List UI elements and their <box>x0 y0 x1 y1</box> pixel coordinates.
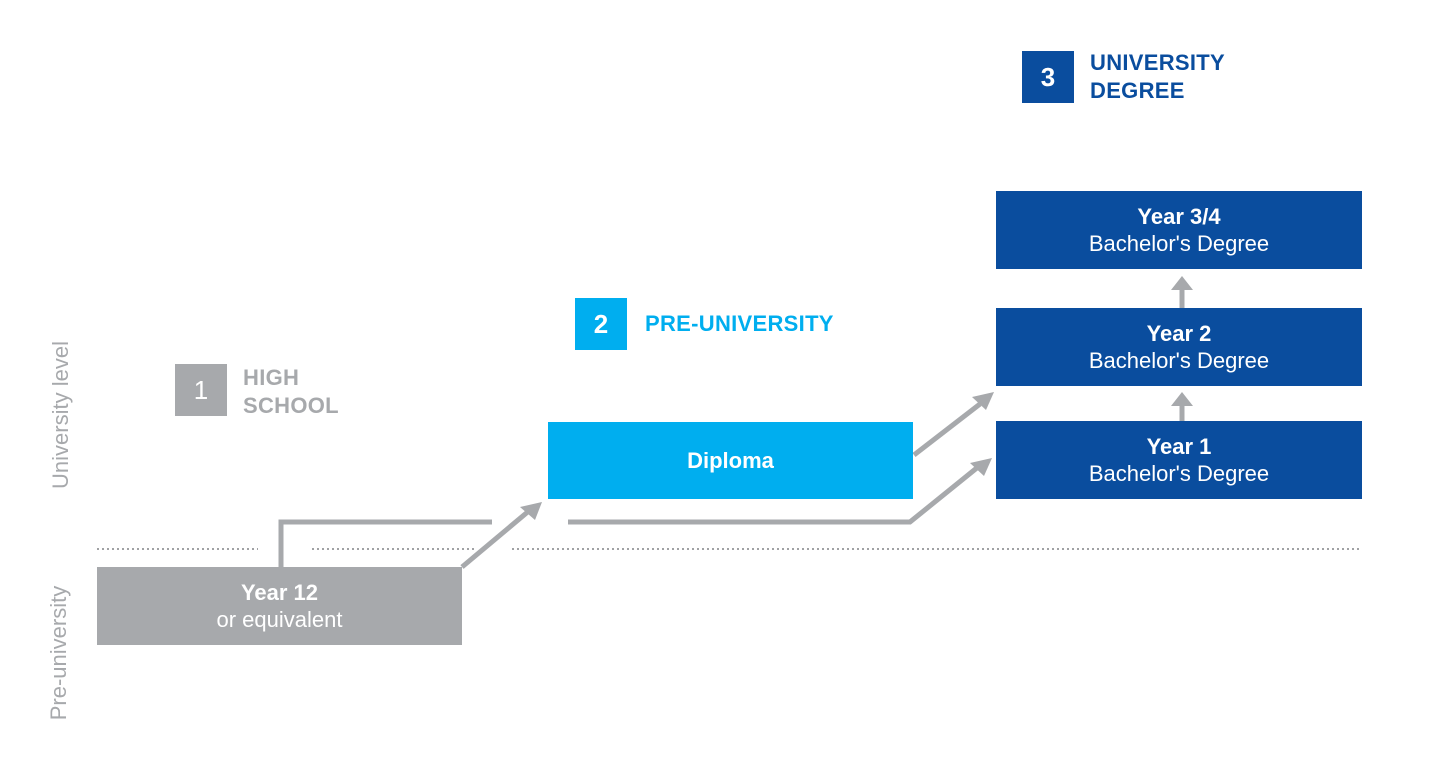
stage-3-title-line1: UNIVERSITY <box>1090 50 1226 75</box>
box-year2-line2: Bachelor's Degree <box>1088 348 1270 373</box>
stage-3-title-line2: DEGREE <box>1090 78 1185 103</box>
stage-2-badge: 2 <box>575 298 627 350</box>
box-diploma: Diploma <box>548 422 913 499</box>
box-year34-line1: Year 3/4 <box>1137 204 1221 229</box>
box-year12-line1: Year 12 <box>240 580 319 605</box>
arrowhead-year34-up <box>1171 276 1193 290</box>
connector-year12-rise <box>278 519 492 567</box>
connector-year12-to-year1 <box>568 465 980 525</box>
stage-2-title: PRE-UNIVERSITY <box>645 310 834 338</box>
box-year1-line1: Year 1 <box>1146 434 1212 459</box>
arrowhead-year2-up <box>1171 392 1193 406</box>
box-year2: Year 2 Bachelor's Degree <box>996 308 1362 386</box>
arrowhead-year1 <box>970 458 992 476</box>
arrowhead-diploma <box>520 502 542 520</box>
stage-3-title: UNIVERSITY DEGREE <box>1090 49 1225 105</box>
box-year2-line1: Year 2 <box>1146 321 1212 346</box>
stage-1-title-line1: HIGH <box>243 365 300 390</box>
box-year1: Year 1 Bachelor's Degree <box>996 421 1362 499</box>
box-year12: Year 12 or equivalent <box>97 567 462 645</box>
stage-1-title-line2: SCHOOL <box>243 393 339 418</box>
box-diploma-line1: Diploma <box>687 448 774 473</box>
stage-2-title-line1: PRE-UNIVERSITY <box>645 311 834 336</box>
arrowhead-year2 <box>972 392 994 410</box>
connector-diploma-to-year2 <box>912 402 982 457</box>
box-year12-line2: or equivalent <box>216 607 343 632</box>
box-year1-line2: Bachelor's Degree <box>1088 461 1270 486</box>
stage-1-badge: 1 <box>175 364 227 416</box>
box-year34: Year 3/4 Bachelor's Degree <box>996 191 1362 269</box>
box-year34-line2: Bachelor's Degree <box>1088 231 1270 256</box>
stage-3-badge: 3 <box>1022 51 1074 103</box>
connector-year12-to-diploma <box>460 508 532 569</box>
stage-1-title: HIGH SCHOOL <box>243 364 339 420</box>
